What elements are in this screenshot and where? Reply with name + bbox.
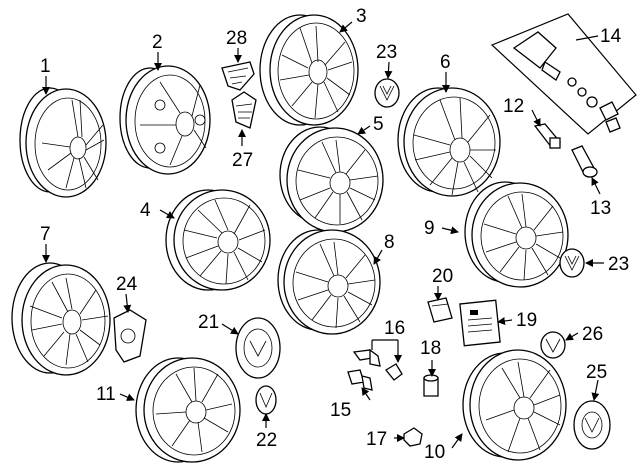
wheel-4[interactable] [165, 189, 271, 291]
callout-28: 28 [226, 28, 247, 49]
hub-cover-25[interactable] [573, 400, 611, 450]
callout-26: 26 [582, 324, 603, 345]
callout-23-right: 23 [608, 254, 629, 275]
callout-14: 14 [600, 26, 622, 47]
part-24[interactable] [113, 309, 147, 363]
wheel-10[interactable] [462, 349, 567, 461]
wheel-2[interactable] [119, 65, 211, 175]
wheel-8[interactable] [277, 229, 381, 335]
callout-17: 17 [366, 429, 387, 450]
callout-2: 2 [152, 32, 163, 53]
lug-nut-17[interactable] [403, 427, 423, 447]
callout-22: 22 [256, 430, 277, 451]
callout-15: 15 [330, 400, 351, 421]
wheel-9[interactable] [464, 181, 569, 288]
callout-6: 6 [440, 52, 451, 73]
callout-21: 21 [198, 312, 219, 333]
part-18[interactable] [423, 374, 439, 397]
callout-labels: 1 2 3 4 5 6 7 8 9 10 11 12 13 14 15 16 1… [40, 6, 629, 463]
callout-5: 5 [373, 114, 384, 135]
center-cap-23-top[interactable] [374, 78, 400, 108]
wheel-1[interactable] [19, 87, 107, 198]
valve-stem-12[interactable] [533, 123, 561, 149]
tpms-kit-14[interactable] [490, 13, 637, 135]
balance-weight-27[interactable] [231, 91, 257, 129]
callout-12: 12 [503, 96, 524, 117]
wheel-7[interactable] [11, 262, 111, 376]
balance-weight-28[interactable] [221, 61, 255, 91]
wheel-6[interactable] [397, 87, 501, 197]
center-cap-23-right[interactable] [559, 248, 585, 278]
callout-9: 9 [424, 218, 435, 239]
callout-20: 20 [432, 266, 453, 287]
center-cap-26[interactable] [540, 331, 566, 359]
callout-23-top: 23 [376, 42, 397, 63]
valve-cap-13[interactable] [571, 145, 598, 178]
callout-4: 4 [140, 200, 151, 221]
callout-10: 10 [424, 442, 445, 463]
part-20[interactable] [427, 297, 453, 323]
center-cap-22[interactable] [255, 385, 277, 415]
callout-18: 18 [420, 338, 441, 359]
callout-19: 19 [516, 310, 537, 331]
callout-16: 16 [384, 318, 405, 339]
callout-1: 1 [40, 56, 51, 77]
callout-8: 8 [384, 232, 395, 253]
lug-bolt-15[interactable] [347, 369, 373, 391]
hub-cover-21[interactable] [235, 317, 281, 379]
callout-25: 25 [586, 362, 607, 383]
callout-3: 3 [356, 6, 367, 27]
callout-13: 13 [590, 198, 611, 219]
callout-27: 27 [232, 150, 253, 171]
callout-7: 7 [40, 224, 51, 245]
callout-24: 24 [116, 274, 138, 295]
leader-lines [42, 21, 604, 449]
kit-card-19[interactable] [459, 299, 501, 347]
wheel-3[interactable] [259, 14, 359, 126]
wheel-5[interactable] [279, 126, 384, 233]
wheel-11[interactable] [135, 357, 241, 463]
callout-11: 11 [96, 384, 116, 405]
